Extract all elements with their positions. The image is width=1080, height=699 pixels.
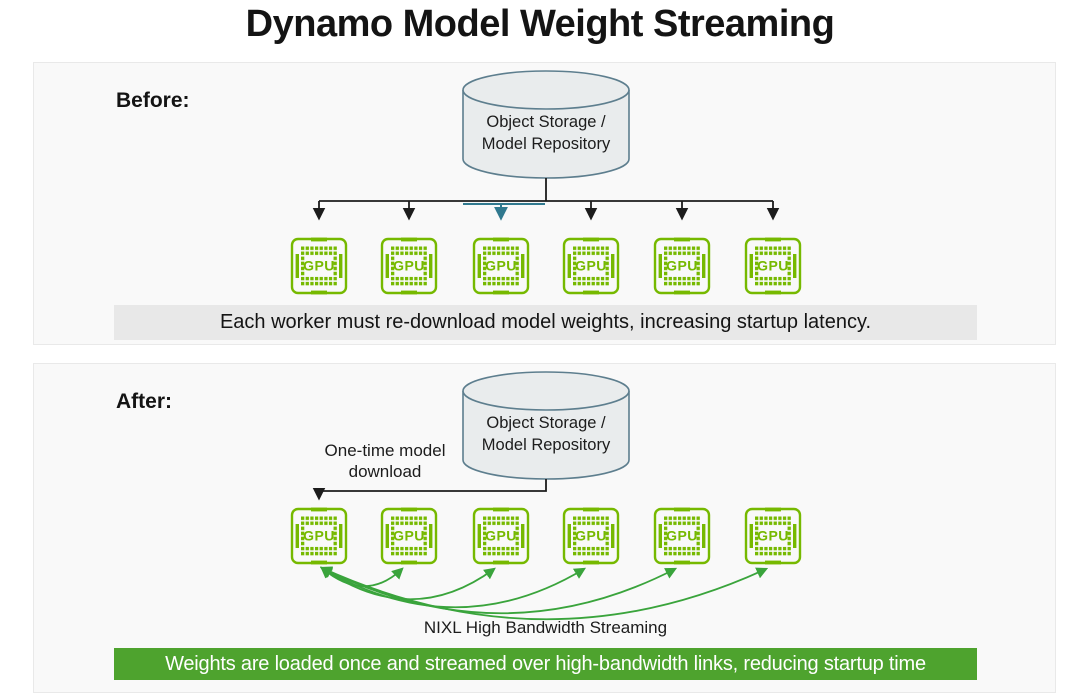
after-label: After:	[116, 390, 172, 413]
gpu-chip: GPU	[743, 236, 803, 296]
gpu-label: GPU	[575, 257, 607, 274]
after-banner: Weights are loaded once and streamed ove…	[114, 648, 977, 680]
storage-label-line2: Model Repository	[481, 436, 611, 454]
gpu-label: GPU	[485, 527, 517, 544]
gpu-chip: GPU	[471, 506, 531, 566]
one-time-download-label: One-time model download	[290, 440, 480, 482]
storage-label: Object Storage / Model Repository	[463, 111, 629, 155]
gpu-label: GPU	[303, 527, 335, 544]
gpu-chip: GPU	[561, 236, 621, 296]
gpu-chip: GPU	[379, 236, 439, 296]
storage-label: Object Storage / Model Repository	[463, 412, 629, 456]
before-caption: Each worker must re-download model weigh…	[114, 305, 977, 340]
gpu-chip: GPU	[743, 506, 803, 566]
gpu-label: GPU	[757, 257, 789, 274]
gpu-label: GPU	[666, 257, 698, 274]
gpu-label: GPU	[575, 527, 607, 544]
before-label: Before:	[116, 89, 190, 112]
gpu-chip: GPU	[652, 506, 712, 566]
streaming-curves	[319, 566, 769, 621]
gpu-label: GPU	[485, 257, 517, 274]
page-title: Dynamo Model Weight Streaming	[245, 3, 835, 45]
storage-label-line1: Object Storage /	[486, 113, 606, 131]
storage-label-line2: Model Repository	[481, 135, 611, 153]
before-connector-graphic	[312, 70, 780, 221]
gpu-label: GPU	[393, 257, 425, 274]
gpu-label: GPU	[666, 527, 698, 544]
download-label-line2: download	[348, 462, 422, 481]
gpu-chip: GPU	[471, 236, 531, 296]
storage-cylinder-icon	[462, 70, 630, 179]
nixl-streaming-label: NIXL High Bandwidth Streaming	[423, 618, 668, 637]
gpu-label: GPU	[393, 527, 425, 544]
storage-label-line1: Object Storage /	[486, 414, 606, 432]
after-connector-graphic	[312, 371, 769, 621]
download-label-line1: One-time model	[324, 441, 446, 460]
gpu-chip: GPU	[289, 506, 349, 566]
gpu-chip: GPU	[652, 236, 712, 296]
one-time-download-connector	[312, 479, 547, 501]
gpu-chip: GPU	[561, 506, 621, 566]
gpu-chip: GPU	[379, 506, 439, 566]
storage-cylinder-icon	[462, 371, 630, 480]
fanout-connector	[312, 178, 780, 221]
before-panel: Before: Object Storage / Model Repositor…	[33, 62, 1056, 345]
after-panel: After: Object Storage / Model Repository…	[33, 363, 1056, 693]
gpu-label: GPU	[303, 257, 335, 274]
gpu-label: GPU	[757, 527, 789, 544]
highlighted-connector	[463, 203, 545, 221]
gpu-chip: GPU	[289, 236, 349, 296]
